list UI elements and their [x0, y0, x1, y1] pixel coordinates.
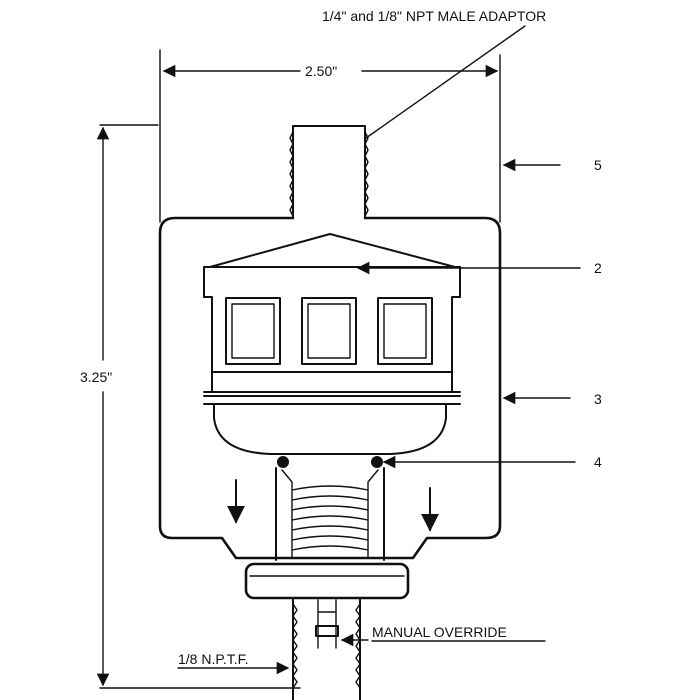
adaptor-callout-label: 1/4" and 1/8" NPT MALE ADAPTOR: [322, 8, 546, 24]
nptf-label: 1/8 N.P.T.F.: [178, 651, 249, 667]
threaded-stem: [275, 467, 385, 561]
part-number-4: 4: [594, 454, 602, 470]
bottom-fitting: [292, 597, 361, 700]
width-dimension: 2.50": [159, 49, 501, 223]
o-ring-right: [371, 456, 383, 468]
manual-override-label: MANUAL OVERRIDE: [372, 624, 507, 640]
callout-4: 4: [382, 454, 602, 470]
window-right: [377, 297, 433, 365]
part-number-5: 5: [594, 157, 602, 173]
callout-3: 3: [502, 391, 602, 407]
callout-5: 5: [502, 157, 602, 173]
manual-override-pin: [315, 625, 339, 637]
bottom-nut: [244, 562, 410, 600]
width-dimension-label: 2.50": [305, 63, 337, 79]
part-number-3: 3: [594, 391, 602, 407]
part-number-2: 2: [594, 260, 602, 276]
npt-adaptor-nipple: [289, 125, 369, 219]
seal-ring: [203, 395, 461, 455]
piston-assembly: [203, 233, 461, 393]
window-left: [225, 297, 281, 365]
housing-body: [158, 216, 502, 560]
height-dimension-label: 3.25": [80, 369, 112, 385]
window-center: [301, 297, 357, 365]
height-dimension: 3.25": [80, 124, 301, 689]
o-ring-left: [277, 456, 289, 468]
callout-2: 2: [356, 260, 602, 276]
adaptor-leader-line: [365, 25, 526, 139]
